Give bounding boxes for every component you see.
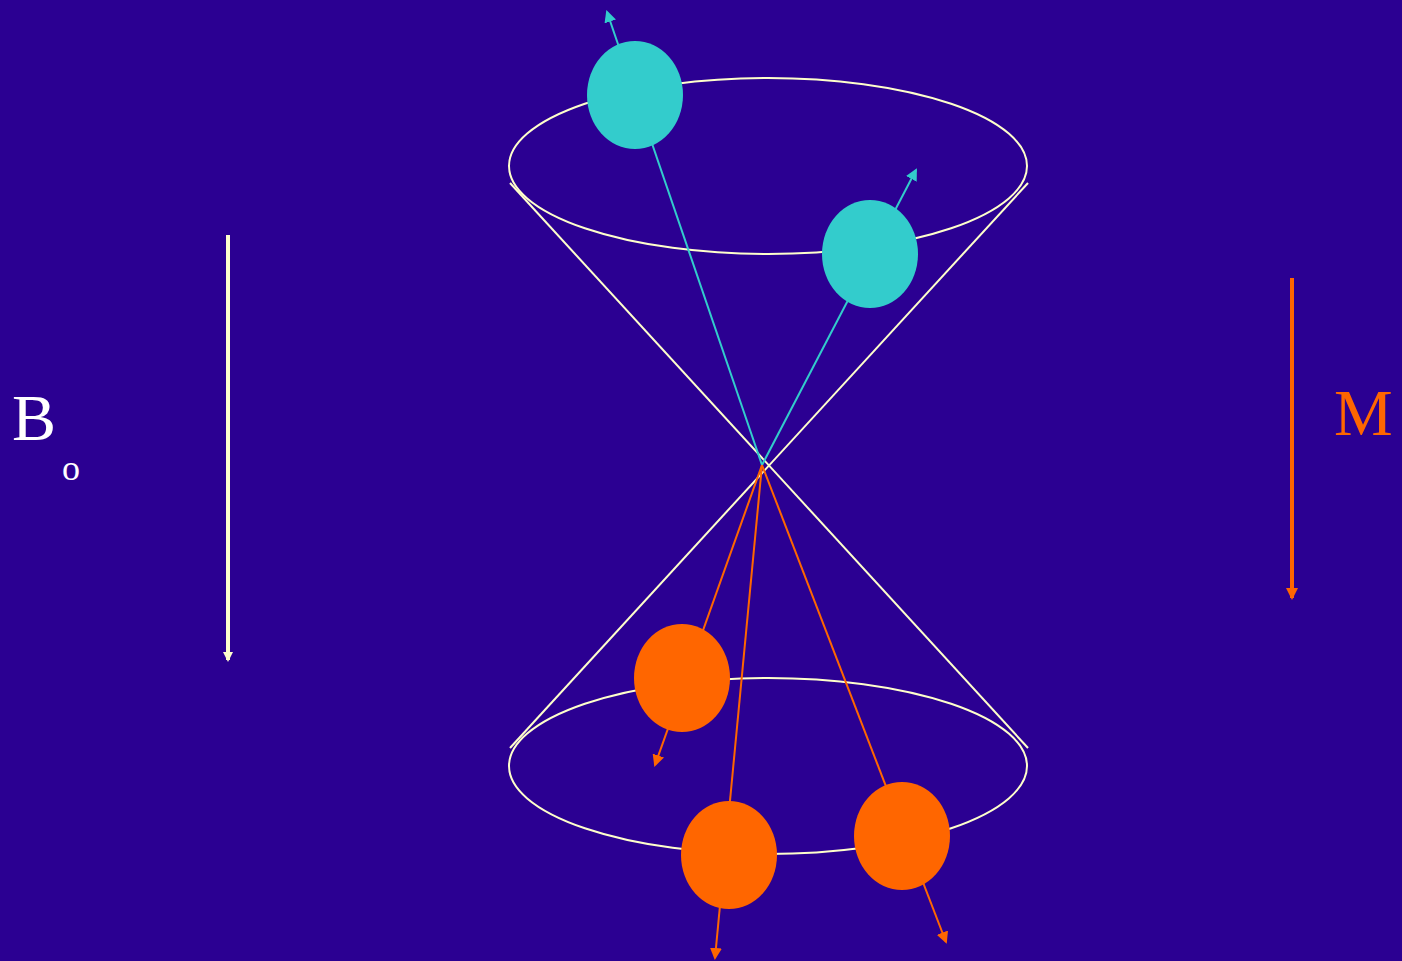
double-cone — [509, 78, 1028, 854]
spin-up-nuclei — [587, 41, 918, 308]
field-symbol: B — [12, 385, 56, 451]
field-arrow — [228, 235, 229, 660]
magnetization-arrow — [1292, 278, 1293, 598]
field-subscript: o — [62, 450, 80, 486]
spin-down-nuclei — [634, 624, 950, 909]
magnetization-symbol: M — [1334, 380, 1393, 446]
